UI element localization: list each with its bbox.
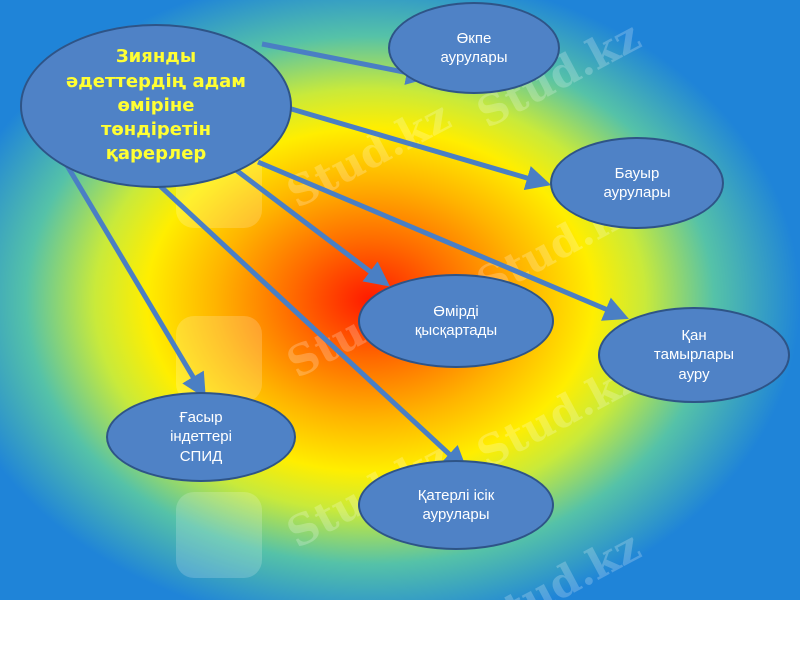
node-label: Бауыр аурулары xyxy=(603,164,671,202)
arrow-to-lung xyxy=(261,41,432,85)
node-label: Өмірді қысқартады xyxy=(414,302,498,340)
arrow-to-liver xyxy=(287,105,552,191)
node-shortens-life: Өмірді қысқартады xyxy=(358,274,554,368)
node-label: Өкпе аурулары xyxy=(440,29,508,67)
node-vascular-disease: Қан тамырлары ауру xyxy=(598,307,790,403)
arrow-to-vessel xyxy=(257,159,629,321)
slide-background: Stud.kz Stud.kz Stud.kz Stud.kz Stud.kz … xyxy=(0,0,800,600)
main-topic-node: Зиянды әдеттердің адам өміріне төндіреті… xyxy=(20,24,292,188)
node-liver-diseases: Бауыр аурулары xyxy=(550,137,724,229)
node-aids-epidemic: Ғасыр індеттері СПИД xyxy=(106,392,296,482)
arrow-to-cancer xyxy=(156,182,468,472)
node-label: Ғасыр індеттері СПИД xyxy=(170,408,232,465)
node-label: Қатерлі ісік аурулары xyxy=(417,486,495,524)
main-topic-label: Зиянды әдеттердің адам өміріне төндіреті… xyxy=(66,46,246,165)
node-label: Қан тамырлары ауру xyxy=(653,326,735,383)
node-lung-diseases: Өкпе аурулары xyxy=(388,2,560,94)
arrow-to-life xyxy=(234,168,390,287)
node-cancer-diseases: Қатерлі ісік аурулары xyxy=(358,460,554,550)
